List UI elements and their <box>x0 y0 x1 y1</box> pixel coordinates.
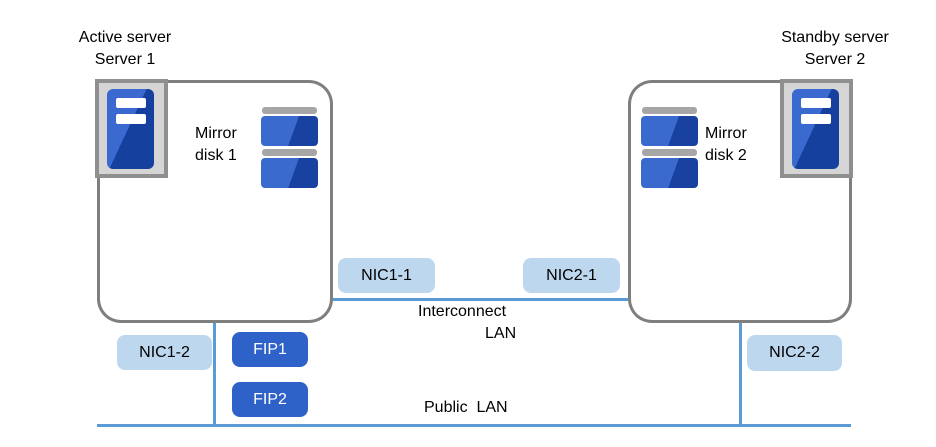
disk-body-icon <box>641 158 698 188</box>
interconnect-lan-line <box>333 298 628 301</box>
fip2-chip: FIP2 <box>232 382 308 417</box>
public-lan-line <box>97 424 851 427</box>
server-tower-slot-icon <box>801 114 831 124</box>
server-tower-slot-icon <box>801 98 831 108</box>
server2-public-lan-drop-line <box>739 322 742 427</box>
server1-public-lan-drop-line <box>213 322 216 427</box>
server-tower-icon <box>107 89 154 169</box>
disk-body-icon <box>261 158 318 188</box>
interconnect-lan-label-line2: LAN <box>485 325 517 342</box>
server-tower-slot-icon <box>116 98 146 108</box>
disk-cap-icon <box>262 149 317 156</box>
standby-server-name: Server 2 <box>804 51 866 68</box>
mirror-disk-stack-icon <box>261 107 318 191</box>
nic2-1-chip: NIC2-1 <box>523 258 620 293</box>
mirror-disk2-label-line2: disk 2 <box>705 147 747 164</box>
server1-icon-frame <box>95 79 168 178</box>
public-lan-label: Public LAN <box>424 399 508 416</box>
fip1-chip: FIP1 <box>232 332 308 367</box>
server-tower-icon <box>792 89 839 169</box>
active-server-role: Active server <box>78 29 172 46</box>
mirror-disk1-label-line1: Mirror <box>195 125 237 142</box>
disk-cap-icon <box>642 107 697 114</box>
mirror-disk1-label: Mirror disk 1 <box>195 123 237 167</box>
nic2-2-chip: NIC2-2 <box>747 335 842 371</box>
standby-server-role: Standby server <box>781 29 889 46</box>
mirror-disk2-label: Mirror disk 2 <box>705 123 747 167</box>
active-server-title: Active server Server 1 <box>35 27 215 71</box>
disk-cap-icon <box>262 107 317 114</box>
disk-body-icon <box>641 116 698 146</box>
nic1-2-chip: NIC1-2 <box>117 335 212 370</box>
mirror-disk1-label-line2: disk 1 <box>195 147 237 164</box>
standby-server-title: Standby server Server 2 <box>745 27 925 71</box>
disk-body-icon <box>261 116 318 146</box>
disk-cap-icon <box>642 149 697 156</box>
active-server-name: Server 1 <box>94 51 156 68</box>
interconnect-lan-label-line1: Interconnect <box>418 303 507 320</box>
server-tower-slot-icon <box>116 114 146 124</box>
mirror-disk-stack-icon <box>641 107 698 191</box>
mirror-disk2-label-line1: Mirror <box>705 125 747 142</box>
nic1-1-chip: NIC1-1 <box>338 258 435 293</box>
server2-icon-frame <box>780 79 853 178</box>
